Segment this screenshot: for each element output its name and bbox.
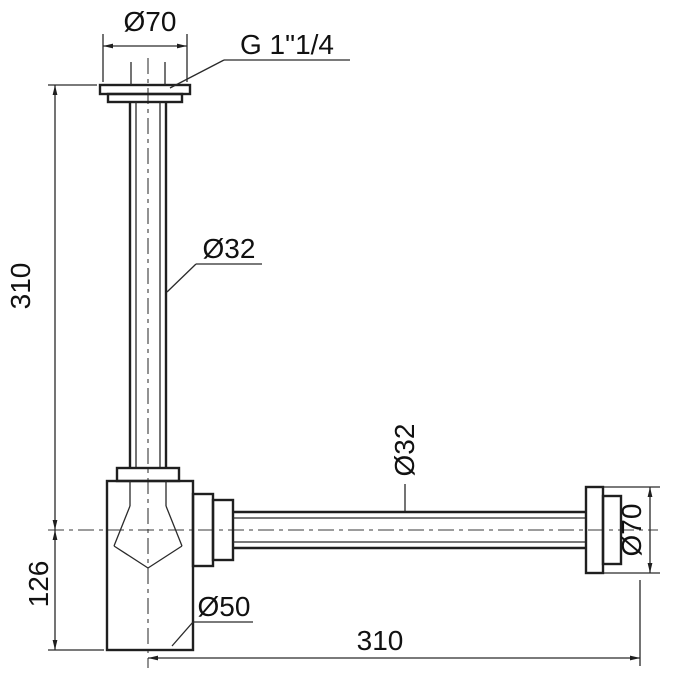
vertical-pipe [128,102,168,468]
dim-horizontal-pipe-diameter: Ø32 [389,424,420,511]
dim-total-height: 310 [5,84,97,530]
dim-horizontal-length: 310 [148,580,641,666]
label-trap-body-diameter: Ø50 [198,591,251,622]
trap-body [105,466,195,652]
centerlines [48,58,658,668]
dim-trap-diameter: Ø50 [171,591,253,647]
thread-label: G 1"1/4 [169,29,350,89]
dim-top-flange-diameter: Ø70 [102,6,188,82]
dim-trap-height: 126 [23,530,104,651]
label-top-flange-diameter: Ø70 [124,6,177,37]
label-trap-height: 126 [23,561,54,608]
label-vertical-pipe-diameter: Ø32 [203,233,256,264]
label-vertical-height: 310 [5,263,36,310]
outlet-nut [191,492,235,568]
label-thread-size: G 1"1/4 [240,29,334,60]
wall-flange [584,485,623,575]
horizontal-pipe [233,510,586,550]
label-horizontal-pipe-diameter: Ø32 [389,424,420,477]
top-flange [98,62,192,104]
dim-vertical-pipe-diameter: Ø32 [166,233,262,293]
dim-wall-flange-diameter: Ø70 [604,486,660,574]
label-horizontal-length: 310 [357,625,404,656]
label-wall-flange-diameter: Ø70 [616,504,647,557]
